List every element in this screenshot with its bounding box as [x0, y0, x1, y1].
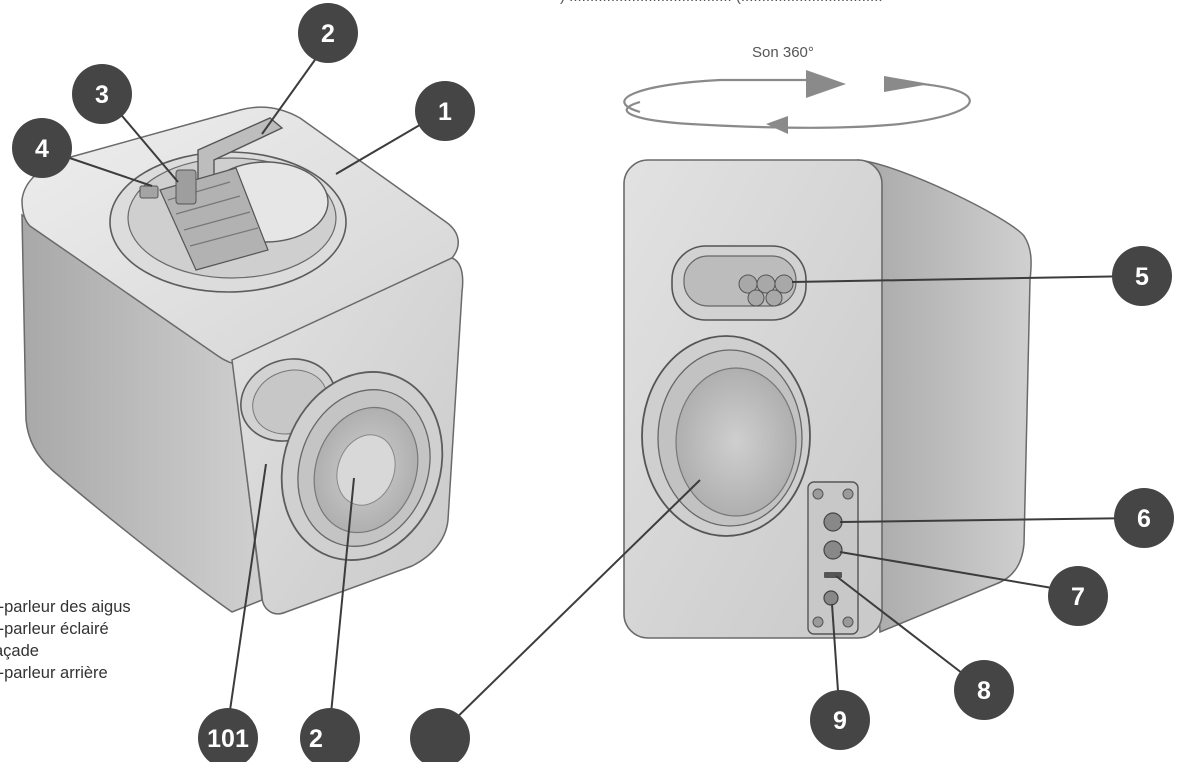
- legend-item-4: t-parleur arrière: [0, 664, 108, 682]
- legend-item-3: açade: [0, 642, 39, 660]
- callout-11: 2: [300, 708, 360, 762]
- callout-11-label: 2: [309, 725, 323, 753]
- callout-4-label: 4: [35, 135, 49, 163]
- legend-item-2: t-parleur éclairé: [0, 620, 109, 638]
- right-speaker: [623, 159, 1032, 639]
- callout-10: 101: [198, 708, 258, 762]
- callout-8: 8: [954, 660, 1014, 720]
- right-speaker-jack-2: [823, 540, 843, 560]
- right-speaker-usb-port: [824, 572, 842, 578]
- callout-4: 4: [12, 118, 72, 178]
- callout-8-label: 8: [977, 677, 991, 705]
- callout-6: 6: [1114, 488, 1174, 548]
- rotation-arrows: [623, 70, 971, 134]
- rotation-arrow-head-right: [806, 70, 846, 98]
- top-caption: ) ......................................…: [560, 0, 1182, 5]
- legend-item-1: t-parleur des aigus: [0, 598, 131, 616]
- callout-5-label: 5: [1135, 263, 1149, 291]
- callout-1: 1: [415, 81, 475, 141]
- right-speaker-jack-3: [823, 590, 839, 606]
- callout-3-label: 3: [95, 81, 109, 109]
- callout-7-label: 7: [1071, 583, 1085, 611]
- right-speaker-jack-1: [823, 512, 843, 532]
- callout-9-label: 9: [833, 707, 847, 735]
- right-speaker-port-tubes: [738, 274, 794, 307]
- callout-10-label: 101: [207, 725, 249, 753]
- left-speaker: [21, 106, 464, 615]
- parts-legend: t-parleur des aigus t-parleur éclairé aç…: [0, 596, 131, 684]
- callout-7: 7: [1048, 566, 1108, 626]
- callout-6-label: 6: [1137, 505, 1151, 533]
- sound-360-label: Son 360°: [752, 44, 814, 61]
- callout-3: 3: [72, 64, 132, 124]
- right-speaker-side-face: [857, 159, 1032, 634]
- left-speaker-left-face: [21, 213, 263, 613]
- callout-2: 2: [298, 3, 358, 63]
- callout-9: 9: [810, 690, 870, 750]
- callout-1-label: 1: [438, 98, 452, 126]
- callout-12: [410, 708, 470, 762]
- callout-5: 5: [1112, 246, 1172, 306]
- callout-2-label: 2: [321, 20, 335, 48]
- rotation-arrow-head-left: [766, 116, 788, 134]
